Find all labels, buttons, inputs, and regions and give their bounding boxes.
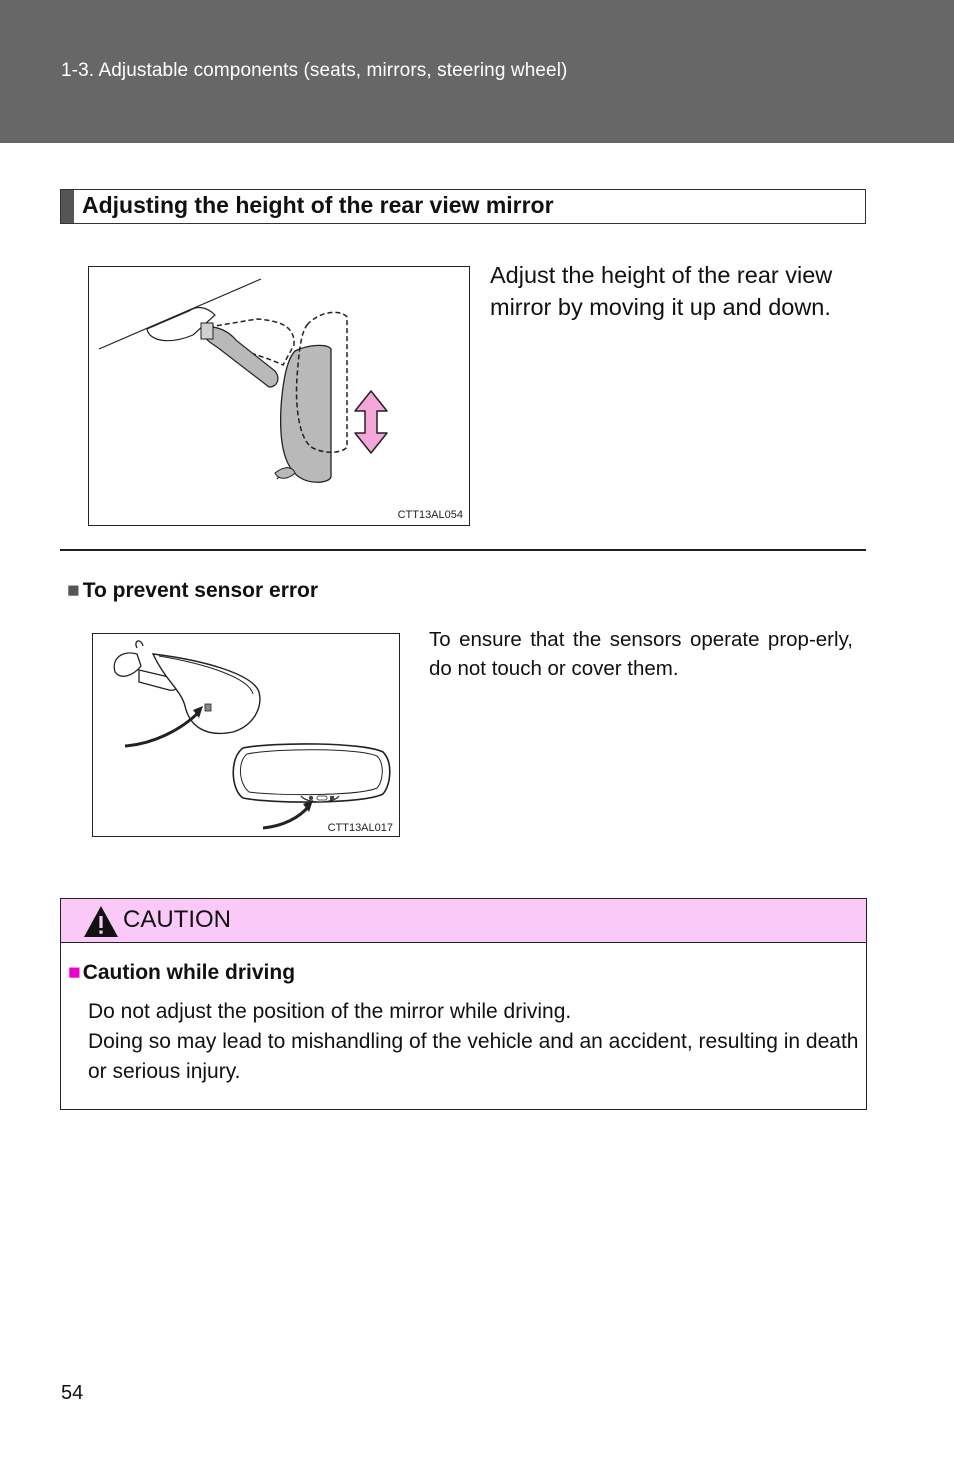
section-title-marker bbox=[61, 190, 74, 223]
caution-text: Do not adjust the position of the mirror… bbox=[88, 997, 863, 1087]
caution-line: Do not adjust the position of the mirror… bbox=[88, 1000, 572, 1023]
caution-subheading-text: Caution while driving bbox=[82, 961, 296, 984]
section-title: Adjusting the height of the rear view mi… bbox=[82, 192, 554, 218]
square-bullet-icon: ■ bbox=[68, 961, 81, 984]
caution-subheading: ■Caution while driving bbox=[68, 961, 295, 985]
warning-triangle-icon bbox=[84, 906, 118, 937]
figure-code: CTT13AL054 bbox=[397, 509, 463, 521]
figure-code: CTT13AL017 bbox=[327, 822, 393, 834]
sensor-body: To ensure that the sensors operate prop-… bbox=[429, 628, 853, 680]
section-body: Adjust the height of the rear view mirro… bbox=[490, 262, 833, 320]
square-bullet-icon: ■ bbox=[67, 579, 80, 602]
sensor-heading: ■To prevent sensor error bbox=[67, 579, 318, 603]
mirror-height-illustration bbox=[98, 278, 388, 483]
sensor-illustration bbox=[113, 640, 391, 830]
caution-line: Doing so may lead to mishandling of the … bbox=[88, 1030, 859, 1083]
page-number: 54 bbox=[61, 1382, 84, 1404]
mirror-height-figure: CTT13AL054 bbox=[88, 266, 470, 526]
section-title-box: Adjusting the height of the rear view mi… bbox=[60, 189, 866, 224]
sensor-figure: CTT13AL017 bbox=[92, 633, 400, 837]
caution-label: CAUTION bbox=[123, 906, 231, 933]
sensor-heading-text: To prevent sensor error bbox=[82, 579, 319, 602]
breadcrumb: 1-3. Adjustable components (seats, mirro… bbox=[61, 60, 568, 81]
section-divider bbox=[60, 549, 866, 551]
caution-header: CAUTION bbox=[61, 899, 866, 943]
caution-box: CAUTION ■Caution while driving Do not ad… bbox=[60, 898, 867, 1110]
header-band: 1-3. Adjustable components (seats, mirro… bbox=[0, 0, 954, 143]
